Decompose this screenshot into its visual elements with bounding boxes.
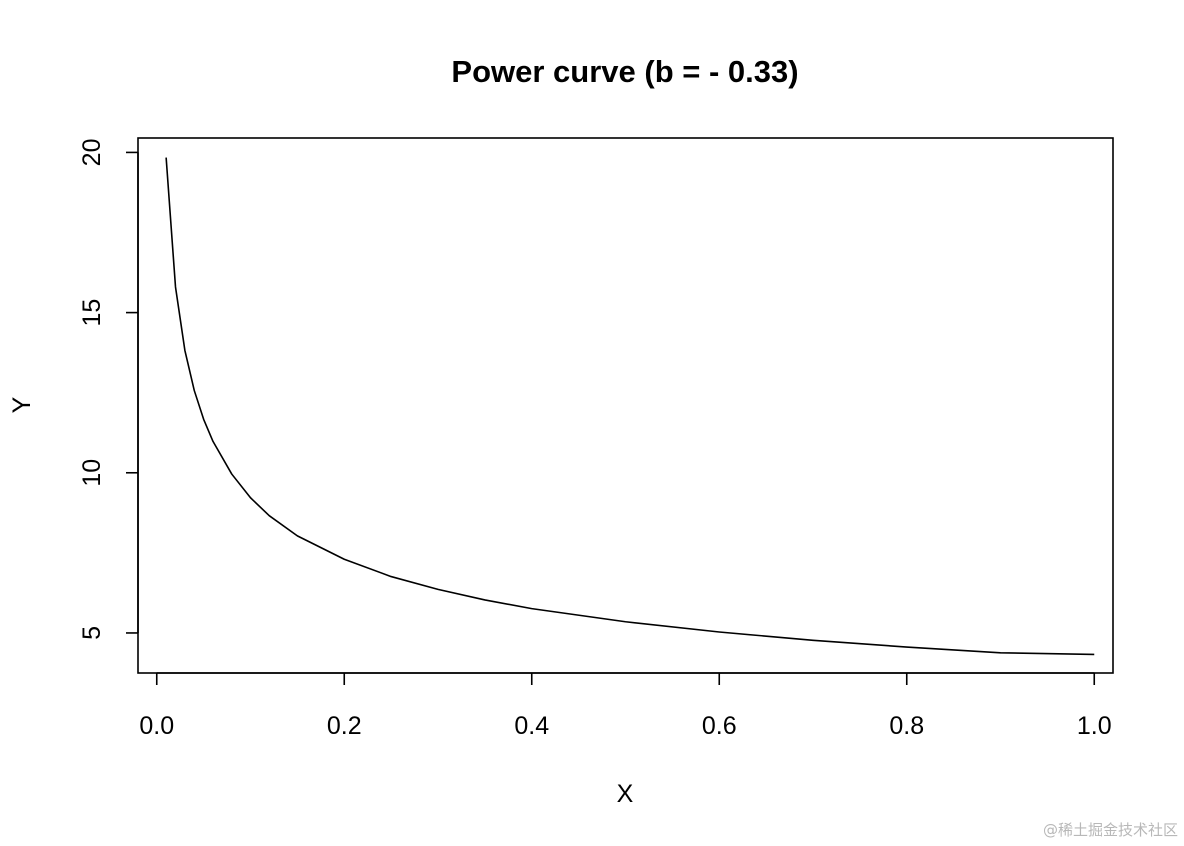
x-tick-label: 0.4 bbox=[514, 712, 549, 740]
x-tick-label: 0.6 bbox=[702, 712, 737, 740]
y-axis-label: Y bbox=[8, 396, 36, 413]
y-tick-label: 20 bbox=[78, 139, 106, 167]
y-axis: 5 10 15 20 bbox=[78, 139, 139, 640]
x-tick-label: 1.0 bbox=[1077, 712, 1112, 740]
series-line bbox=[165, 157, 1095, 656]
x-tick-label: 0.2 bbox=[327, 712, 362, 740]
y-tick-label: 5 bbox=[78, 626, 106, 640]
watermark: @稀土掘金技术社区 bbox=[1042, 821, 1178, 839]
plot-frame bbox=[137, 137, 1114, 674]
x-tick-label: 0.0 bbox=[139, 712, 174, 740]
x-axis-label: X bbox=[617, 780, 634, 808]
x-axis: 0.0 0.2 0.4 0.6 0.8 1.0 bbox=[139, 672, 1112, 740]
series-layer bbox=[165, 157, 1095, 656]
y-tick-label: 15 bbox=[78, 299, 106, 327]
y-tick-label: 10 bbox=[78, 459, 106, 487]
chart-title: Power curve (b = - 0.33) bbox=[451, 54, 798, 89]
x-tick-label: 0.8 bbox=[889, 712, 924, 740]
